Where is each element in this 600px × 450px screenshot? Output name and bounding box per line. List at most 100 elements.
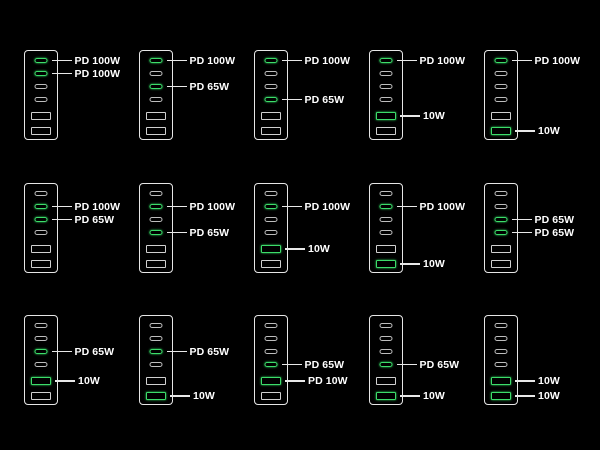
- leader-line: [400, 115, 420, 117]
- leader-line: [396, 363, 417, 366]
- usb-a-port-active: [491, 391, 511, 400]
- usb-c-port: [494, 83, 508, 89]
- leader-line: [51, 72, 72, 75]
- usb-c-port: [149, 361, 163, 367]
- usb-c-port: [379, 190, 393, 196]
- usb-c-port-active: [379, 361, 393, 367]
- usb-c-port: [494, 190, 508, 196]
- leader-line: [166, 59, 187, 62]
- charger-diagram: [139, 183, 173, 273]
- usb-a-port: [261, 391, 281, 400]
- power-label: PD 100W: [74, 200, 121, 213]
- usb-c-port-active: [149, 348, 163, 354]
- power-label: PD 100W: [304, 200, 351, 213]
- leader-line: [396, 59, 417, 62]
- charger-diagram: [254, 315, 288, 405]
- leader-line: [400, 263, 420, 265]
- usb-c-port: [379, 322, 393, 328]
- leader-line: [515, 380, 535, 382]
- power-label: PD 100W: [189, 200, 236, 213]
- usb-c-port: [264, 70, 278, 76]
- usb-a-port-active: [31, 376, 51, 385]
- power-label: PD 100W: [189, 54, 236, 67]
- power-label: 10W: [538, 390, 560, 402]
- leader-line: [166, 231, 187, 234]
- usb-a-port: [376, 376, 396, 385]
- leader-line: [281, 205, 302, 208]
- usb-a-port: [491, 244, 511, 253]
- leader-line: [170, 395, 190, 397]
- power-label: 10W: [538, 125, 560, 137]
- leader-line: [511, 231, 532, 234]
- leader-line: [515, 395, 535, 397]
- usb-a-port: [31, 259, 51, 268]
- leader-line: [281, 363, 302, 366]
- usb-c-port: [34, 96, 48, 102]
- usb-c-port: [149, 335, 163, 341]
- usb-c-port-active: [34, 203, 48, 209]
- usb-c-port: [264, 216, 278, 222]
- usb-c-port: [149, 96, 163, 102]
- usb-c-port: [379, 335, 393, 341]
- usb-c-port: [34, 229, 48, 235]
- charger-diagram: [24, 183, 58, 273]
- leader-line: [285, 248, 305, 250]
- leader-line: [166, 205, 187, 208]
- leader-line: [51, 59, 72, 62]
- power-label: 10W: [193, 390, 215, 402]
- usb-c-port-active: [494, 57, 508, 63]
- power-label: PD 65W: [534, 226, 575, 239]
- power-label: 10W: [538, 375, 560, 387]
- usb-c-port: [149, 70, 163, 76]
- charger-diagram: [254, 183, 288, 273]
- usb-c-port: [379, 83, 393, 89]
- power-label: PD 65W: [189, 80, 230, 93]
- charger-diagram: [484, 315, 518, 405]
- usb-c-port: [379, 70, 393, 76]
- usb-c-port: [494, 348, 508, 354]
- usb-c-port: [149, 190, 163, 196]
- usb-c-port: [264, 190, 278, 196]
- power-label: PD 65W: [304, 93, 345, 106]
- power-label: PD 100W: [74, 54, 121, 67]
- leader-line: [400, 395, 420, 397]
- usb-c-port: [149, 322, 163, 328]
- usb-c-port: [494, 322, 508, 328]
- leader-line: [515, 130, 535, 132]
- usb-a-port: [491, 259, 511, 268]
- usb-a-port: [146, 111, 166, 120]
- usb-c-port-active: [149, 203, 163, 209]
- usb-a-port: [491, 111, 511, 120]
- usb-c-port-active: [264, 361, 278, 367]
- usb-c-port: [494, 335, 508, 341]
- leader-line: [51, 205, 72, 208]
- charger-diagram: [24, 315, 58, 405]
- usb-c-port: [264, 83, 278, 89]
- usb-c-port: [34, 322, 48, 328]
- power-label: PD 100W: [419, 200, 466, 213]
- usb-c-port: [34, 190, 48, 196]
- power-label: PD 100W: [534, 54, 581, 67]
- power-label: PD 65W: [189, 226, 230, 239]
- charger-diagram: [254, 50, 288, 140]
- usb-c-port: [264, 348, 278, 354]
- usb-c-port-active: [149, 229, 163, 235]
- power-label: 10W: [423, 110, 445, 122]
- usb-c-port-active: [379, 57, 393, 63]
- usb-a-port-active: [146, 391, 166, 400]
- leader-line: [285, 380, 305, 382]
- usb-c-port-active: [379, 203, 393, 209]
- usb-a-port: [261, 126, 281, 135]
- charger-diagram: [24, 50, 58, 140]
- usb-c-port-active: [264, 57, 278, 63]
- power-label: PD 100W: [74, 67, 121, 80]
- usb-c-port: [494, 96, 508, 102]
- usb-c-port-active: [149, 83, 163, 89]
- leader-line: [511, 59, 532, 62]
- usb-c-port-active: [494, 216, 508, 222]
- power-label: PD 65W: [74, 345, 115, 358]
- usb-c-port-active: [34, 70, 48, 76]
- usb-a-port: [31, 126, 51, 135]
- charger-diagram: [139, 50, 173, 140]
